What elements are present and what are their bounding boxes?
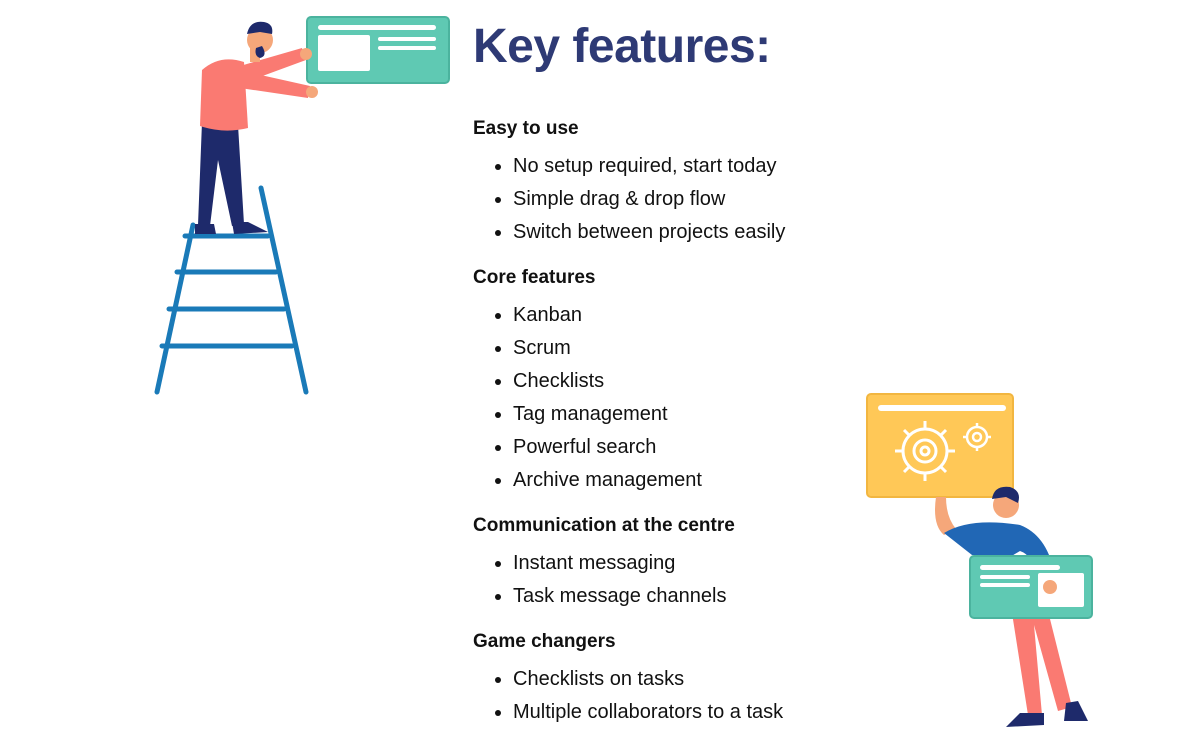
list-item: Tag management	[513, 398, 873, 431]
list-item: Task message channels	[513, 580, 873, 613]
list-item: Checklists on tasks	[513, 663, 873, 696]
section-heading: Easy to use	[473, 118, 579, 139]
small-gear-icon	[963, 423, 991, 451]
yellow-panel-icon	[866, 393, 1014, 498]
list-item: Switch between projects easily	[513, 216, 873, 249]
section-communication: Communication at the centre Instant mess…	[473, 513, 873, 613]
feature-list: No setup required, start today Simple dr…	[473, 150, 873, 249]
person-on-ladder-illustration	[154, 16, 450, 395]
list-item: Multiple collaborators to a task	[513, 696, 873, 729]
list-item: Powerful search	[513, 431, 873, 464]
section-easy-to-use: Easy to use No setup required, start tod…	[473, 116, 873, 249]
page-title: Key features:	[473, 20, 771, 73]
teal-panel-small-icon	[969, 555, 1093, 619]
person-holding-panels-illustration	[866, 393, 1093, 727]
list-item: Kanban	[513, 299, 873, 332]
gear-icon	[895, 421, 955, 481]
list-item: Archive management	[513, 464, 873, 497]
section-heading: Game changers	[473, 631, 616, 652]
feature-list: Kanban Scrum Checklists Tag management P…	[473, 299, 873, 497]
section-core-features: Core features Kanban Scrum Checklists Ta…	[473, 265, 873, 497]
features-content: Key features: Easy to use No setup requi…	[473, 18, 873, 729]
list-item: Checklists	[513, 365, 873, 398]
section-heading: Core features	[473, 267, 596, 288]
feature-list: Checklists on tasks Multiple collaborato…	[473, 663, 873, 729]
section-heading: Communication at the centre	[473, 515, 735, 536]
list-item: No setup required, start today	[513, 150, 873, 183]
feature-list: Instant messaging Task message channels	[473, 547, 873, 613]
teal-panel-icon	[306, 16, 450, 84]
ladder-icon	[154, 185, 309, 395]
list-item: Simple drag & drop flow	[513, 183, 873, 216]
list-item: Instant messaging	[513, 547, 873, 580]
section-game-changers: Game changers Checklists on tasks Multip…	[473, 629, 873, 729]
list-item: Scrum	[513, 332, 873, 365]
